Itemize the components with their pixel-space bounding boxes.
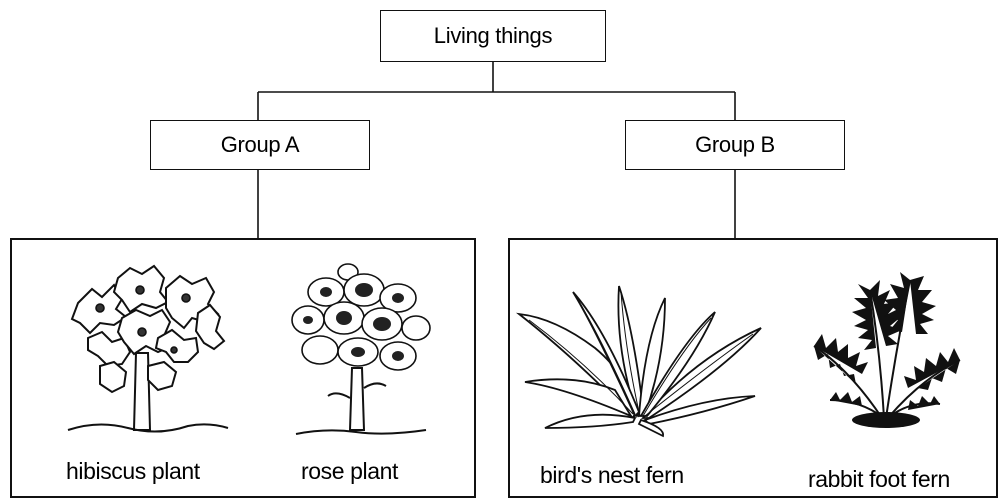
birds-nest-fern-icon [515,278,765,438]
rabbit-foot-fern-caption: rabbit foot fern [808,466,950,493]
rabbit-foot-fern-icon [800,250,970,430]
hibiscus-plant-icon [48,258,238,443]
hibiscus-plant-caption: hibiscus plant [66,458,200,485]
rose-plant-caption: rose plant [301,458,398,485]
root-label: Living things [434,23,552,49]
group-a-node: Group A [150,120,370,170]
birds-nest-fern-caption: bird's nest fern [540,462,684,489]
rose-plant-icon [286,258,436,443]
group-a-label: Group A [221,132,300,158]
group-b-node: Group B [625,120,845,170]
root-node-living-things: Living things [380,10,606,62]
group-b-label: Group B [695,132,775,158]
